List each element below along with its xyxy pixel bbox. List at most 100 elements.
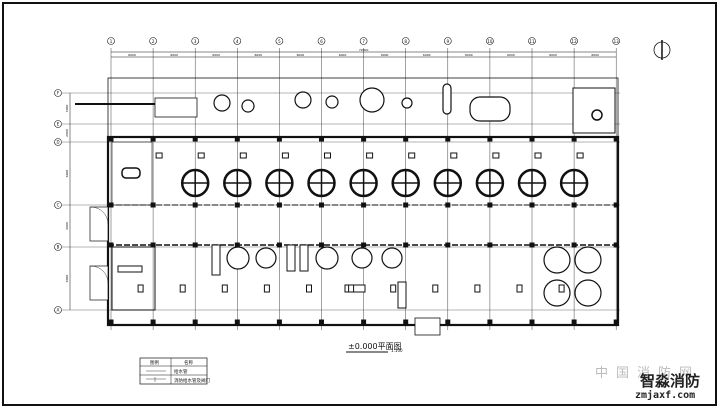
bay-dimension-label: 6000: [423, 53, 431, 57]
vessel: [401, 97, 413, 109]
column-pillar: [150, 202, 156, 208]
storage-tank: [315, 246, 339, 270]
legend-row-name: 消防给水管及阀门: [174, 377, 210, 384]
door-swing: [90, 265, 109, 284]
pump-group: [154, 97, 198, 118]
column-pillar: [234, 136, 240, 142]
column-pillar: [487, 242, 493, 248]
equipment-layer: [75, 83, 616, 309]
bay-dimension-label: 6000: [507, 53, 515, 57]
valve-symbol: [306, 284, 312, 293]
pump-unit: [344, 284, 366, 293]
vessel: [213, 94, 231, 112]
watermark-faint: 中国消防网: [595, 366, 701, 381]
row-axis-bubble: [54, 201, 62, 209]
column-pillar: [445, 242, 451, 248]
plan-title-block: ±0.000平面图 1:100: [346, 342, 403, 353]
plan-scale: 1:100: [391, 348, 403, 353]
valve-symbol: [534, 152, 542, 159]
vessel: [241, 99, 255, 113]
column-pillar: [276, 242, 282, 248]
column-pillar: [361, 319, 367, 325]
column-axis-label: 1: [110, 39, 113, 44]
cabinet-pump: [591, 109, 603, 121]
column-pillar: [403, 136, 409, 142]
valve-symbol: [239, 152, 247, 159]
column-pillar: [403, 202, 409, 208]
north-arrow: [653, 40, 671, 60]
column-pillar: [613, 242, 619, 248]
row-axis-bubble: [54, 243, 62, 251]
row-axis-label: F: [57, 91, 60, 96]
bay-dimension-label: 6000: [212, 53, 220, 57]
row-axis-bubble: [54, 89, 62, 97]
column-pillar: [529, 242, 535, 248]
column-pillar: [108, 202, 114, 208]
column-axis-label: 3: [194, 39, 197, 44]
column-pillar: [613, 202, 619, 208]
column-axis-bubble: [317, 37, 326, 45]
column-pillar: [276, 202, 282, 208]
row-dimension-label: 6000: [65, 170, 69, 178]
drawing-frame: [2, 2, 717, 406]
bay-dimension-label: 6000: [549, 53, 557, 57]
column-pillar: [529, 136, 535, 142]
watermark-url: zmjaxf.com: [635, 390, 696, 401]
column-pillar: [319, 202, 324, 208]
column-axis-bubble: [528, 37, 536, 45]
door-swing: [90, 206, 109, 225]
column-pillar: [403, 242, 409, 248]
storage-tank: [574, 246, 602, 274]
vertical-vessel: [442, 83, 452, 115]
column-axis-label: 4: [236, 39, 239, 44]
legend-table: 图例 名称 给水管 消防给水管及阀门: [139, 357, 210, 385]
bay-dimension-label: 6000: [255, 53, 263, 57]
column-pillar: [192, 202, 198, 208]
column-pillar: [529, 319, 535, 325]
column-pillar: [234, 202, 240, 208]
total-dimension-label: 72000: [359, 48, 369, 52]
column-pillar: [361, 136, 367, 142]
column-axis-label: 8: [404, 39, 407, 44]
valve-symbol: [324, 152, 331, 159]
column-pillar: [613, 319, 619, 325]
door-entrance: [89, 265, 109, 301]
valve-symbol: [281, 152, 289, 159]
valve-symbol: [197, 152, 205, 159]
vehicle-symbol: [121, 167, 141, 179]
vessel: [325, 95, 339, 109]
bay-dimension-label: 6000: [381, 53, 389, 57]
row-axis-label: E: [57, 122, 60, 127]
column-pillar: [108, 136, 114, 142]
column-axis-label: 13: [614, 39, 620, 44]
column-pillar: [108, 242, 114, 248]
column-pillar: [150, 136, 156, 142]
column-pillar: [150, 242, 156, 248]
vessel: [359, 87, 385, 113]
column-pillar: [445, 319, 451, 325]
door-entrance: [414, 317, 441, 336]
storage-tank: [381, 247, 403, 269]
column-pillar: [613, 136, 619, 142]
bay-dimension-label: 6000: [591, 53, 599, 57]
column-axis-bubble: [486, 37, 494, 45]
column-axis-bubble: [570, 37, 578, 45]
row-dimension-label: 2000: [65, 129, 69, 137]
column-axis-bubble: [359, 37, 368, 45]
valve-symbol: [408, 152, 416, 159]
column-pillar: [571, 319, 577, 325]
watermark-brand: 智淼消防: [640, 372, 701, 390]
row-axis-bubble: [54, 138, 62, 146]
bay-dimension-label: 6000: [128, 53, 136, 57]
pump-unit: [299, 244, 309, 272]
valve-symbol: [474, 284, 481, 293]
column-pillar: [319, 242, 324, 248]
row-axis-label: D: [56, 140, 59, 145]
row-axis-bubble: [54, 120, 62, 128]
valve-symbol: [516, 284, 523, 293]
column-pillar: [445, 136, 451, 142]
column-axis-label: 12: [572, 39, 578, 44]
column-pillar: [192, 242, 198, 248]
equipment-skid: [117, 265, 143, 273]
